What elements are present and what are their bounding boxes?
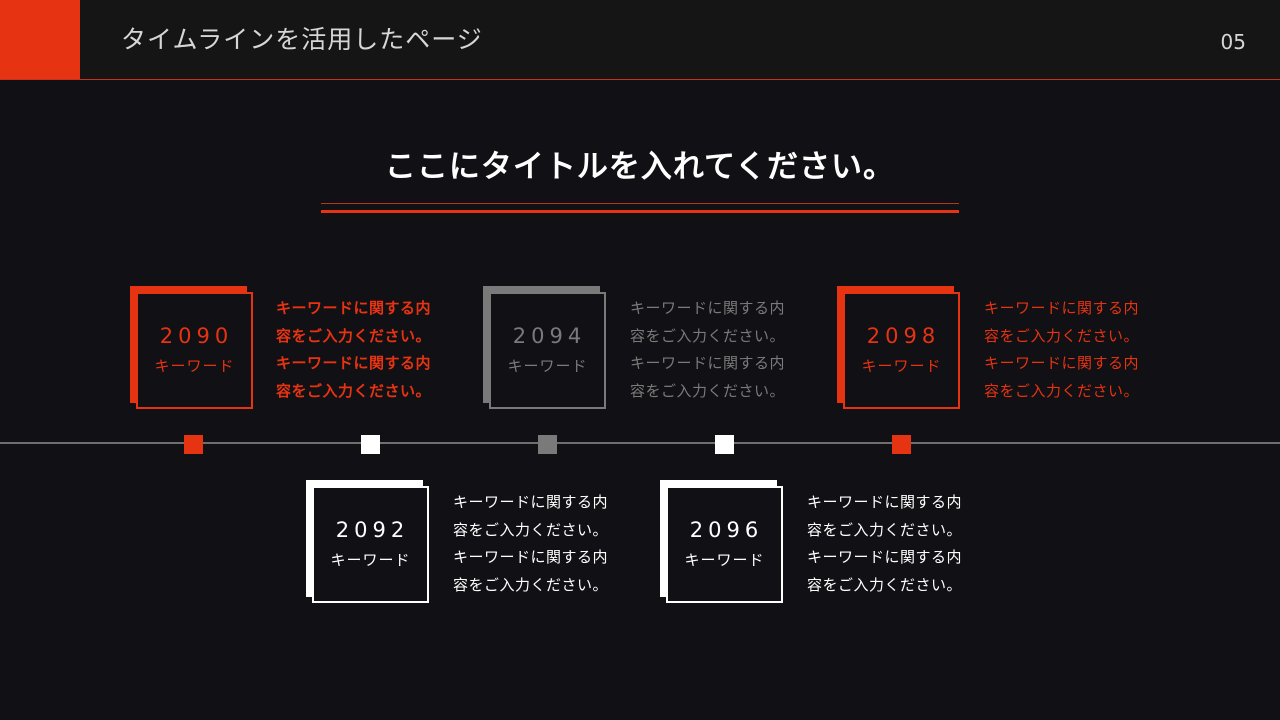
- description-line: 容をご入力ください。: [984, 326, 1140, 345]
- description-line: 容をご入力ください。: [630, 326, 786, 345]
- description-line: 容をご入力ください。: [630, 381, 786, 400]
- timeline-card-2090: 2090 キーワード: [130, 286, 253, 409]
- card-frame: 2096 キーワード: [666, 486, 783, 603]
- description-line: 容をご入力ください。: [453, 520, 609, 539]
- description-line: キーワードに関する内: [807, 548, 963, 566]
- card-frame: 2094 キーワード: [489, 292, 606, 409]
- timeline-axis: [0, 442, 1280, 444]
- card-year: 2092: [335, 518, 410, 542]
- timeline-card-2098: 2098 キーワード: [837, 286, 960, 409]
- description-line: 容をご入力ください。: [276, 381, 432, 400]
- timeline-card-2094: 2094 キーワード: [483, 286, 606, 409]
- description-line: キーワードに関する内: [453, 493, 609, 511]
- card-keyword: キーワード: [861, 357, 942, 375]
- card-keyword: キーワード: [507, 357, 588, 375]
- card-frame: 2090 キーワード: [136, 292, 253, 409]
- card-keyword: キーワード: [684, 551, 765, 569]
- card-keyword: キーワード: [330, 551, 411, 569]
- timeline-description-2094: キーワードに関する内 容をご入力ください。 キーワードに関する内 容をご入力くだ…: [630, 295, 810, 405]
- card-year: 2094: [512, 324, 587, 348]
- card-year: 2090: [159, 324, 234, 348]
- timeline-marker-2090: [184, 435, 203, 454]
- card-keyword: キーワード: [154, 357, 235, 375]
- title-underline-thin: [321, 203, 959, 204]
- card-frame: 2092 キーワード: [312, 486, 429, 603]
- description-line: 容をご入力ください。: [807, 520, 963, 539]
- timeline-card-2092: 2092 キーワード: [306, 480, 429, 603]
- description-line: キーワードに関する内: [276, 354, 432, 372]
- timeline-marker-2092: [361, 435, 380, 454]
- description-line: キーワードに関する内: [630, 354, 786, 372]
- timeline-card-2096: 2096 キーワード: [660, 480, 783, 603]
- description-line: キーワードに関する内: [807, 493, 963, 511]
- description-line: 容をご入力ください。: [807, 575, 963, 594]
- description-line: 容をご入力ください。: [984, 381, 1140, 400]
- page-number: 05: [1220, 30, 1246, 54]
- timeline-description-2098: キーワードに関する内 容をご入力ください。 キーワードに関する内 容をご入力くだ…: [984, 295, 1164, 405]
- description-line: 容をご入力ください。: [453, 575, 609, 594]
- header-title: タイムラインを活用したページ: [121, 25, 483, 54]
- description-line: キーワードに関する内: [984, 354, 1140, 372]
- description-line: キーワードに関する内: [276, 299, 432, 317]
- timeline-marker-2098: [892, 435, 911, 454]
- card-frame: 2098 キーワード: [843, 292, 960, 409]
- description-line: キーワードに関する内: [453, 548, 609, 566]
- card-year: 2096: [689, 518, 764, 542]
- description-line: 容をご入力ください。: [276, 326, 432, 345]
- header-bar: タイムラインを活用したページ 05: [0, 0, 1280, 80]
- header-accent-block: [0, 0, 80, 79]
- timeline-description-2092: キーワードに関する内 容をご入力ください。 キーワードに関する内 容をご入力くだ…: [453, 489, 633, 599]
- timeline-marker-2094: [538, 435, 557, 454]
- timeline-marker-2096: [715, 435, 734, 454]
- title-underline-thick: [321, 210, 959, 213]
- timeline-description-2096: キーワードに関する内 容をご入力ください。 キーワードに関する内 容をご入力くだ…: [807, 489, 987, 599]
- card-year: 2098: [866, 324, 941, 348]
- description-line: キーワードに関する内: [630, 299, 786, 317]
- main-title: ここにタイトルを入れてください。: [384, 149, 896, 185]
- description-line: キーワードに関する内: [984, 299, 1140, 317]
- timeline-description-2090: キーワードに関する内 容をご入力ください。 キーワードに関する内 容をご入力くだ…: [276, 295, 456, 405]
